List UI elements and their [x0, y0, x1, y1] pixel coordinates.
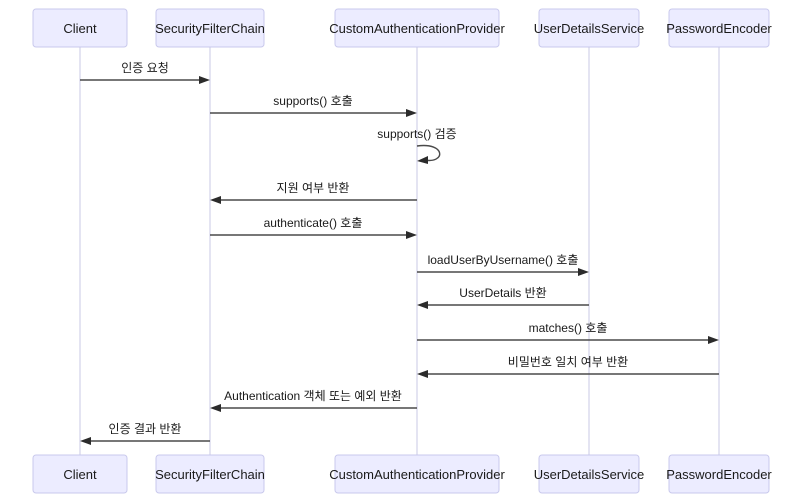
- message-label: Authentication 객체 또는 예외 반환: [224, 389, 402, 403]
- message-label: 비밀번호 일치 여부 반환: [508, 355, 628, 369]
- message-label: loadUserByUsername() 호출: [428, 253, 579, 267]
- actor-bottom-custom-authentication-provider: CustomAuthenticationProvider: [329, 454, 505, 494]
- message-arrowhead: [406, 231, 417, 239]
- message-arrowhead: [578, 268, 589, 276]
- message-arrowhead: [210, 196, 221, 204]
- actor-label: CustomAuthenticationProvider: [329, 467, 505, 482]
- message-password-match-return: 비밀번호 일치 여부 반환: [417, 355, 719, 378]
- message-authenticate-call: authenticate() 호출: [210, 216, 417, 239]
- actor-bottom-user-details-service: UserDetailsService: [534, 454, 645, 494]
- actor-box: [334, 454, 500, 494]
- message-arrowhead: [417, 370, 428, 378]
- actor-label: SecurityFilterChain: [155, 21, 265, 36]
- message-auth-request: 인증 요청: [80, 61, 210, 84]
- message-support-result-return: 지원 여부 반환: [210, 181, 417, 204]
- message-arrowhead: [406, 109, 417, 117]
- message-matches-call: matches() 호출: [417, 321, 719, 344]
- actor-top-password-encoder: PasswordEncoder: [666, 8, 772, 48]
- actor-bottom-security-filter-chain: SecurityFilterChain: [155, 454, 265, 494]
- actor-label: Client: [63, 21, 97, 36]
- message-supports-call: supports() 호출: [210, 94, 417, 117]
- message-auth-result-return: 인증 결과 반환: [80, 422, 210, 445]
- message-label: 인증 결과 반환: [109, 422, 182, 436]
- actor-label: UserDetailsService: [534, 467, 645, 482]
- actor-box: [32, 454, 128, 494]
- message-userdetails-return: UserDetails 반환: [417, 286, 589, 309]
- actor-bottom-client: Client: [32, 454, 128, 494]
- actor-box: [668, 454, 770, 494]
- actor-top-security-filter-chain: SecurityFilterChain: [155, 8, 265, 48]
- actor-box: [668, 8, 770, 48]
- message-arrowhead: [80, 437, 91, 445]
- message-arrowhead: [210, 404, 221, 412]
- actor-label: UserDetailsService: [534, 21, 645, 36]
- self-loop-line: [416, 144, 441, 162]
- message-supports-self-check: supports() 검증: [377, 127, 457, 164]
- message-label: 인증 요청: [121, 61, 169, 75]
- message-label: matches() 호출: [529, 321, 608, 335]
- message-arrowhead: [708, 336, 719, 344]
- message-label: supports() 검증: [377, 127, 456, 141]
- actor-box: [155, 8, 265, 48]
- actor-bottom-password-encoder: PasswordEncoder: [666, 454, 772, 494]
- actor-label: Client: [63, 467, 97, 482]
- actor-box: [334, 8, 500, 48]
- actor-top-custom-authentication-provider: CustomAuthenticationProvider: [329, 8, 505, 48]
- actor-top-user-details-service: UserDetailsService: [534, 8, 645, 48]
- actor-label: PasswordEncoder: [666, 467, 772, 482]
- actor-top-client: Client: [32, 8, 128, 48]
- actor-box: [32, 8, 128, 48]
- actor-label: SecurityFilterChain: [155, 467, 265, 482]
- actor-label: PasswordEncoder: [666, 21, 772, 36]
- actor-label: CustomAuthenticationProvider: [329, 21, 505, 36]
- message-load-user-call: loadUserByUsername() 호출: [417, 253, 589, 276]
- message-arrowhead: [417, 156, 428, 164]
- message-arrowhead: [199, 76, 210, 84]
- message-arrowhead: [417, 301, 428, 309]
- message-authentication-return: Authentication 객체 또는 예외 반환: [210, 389, 417, 412]
- actor-box: [155, 454, 265, 494]
- actor-box: [538, 454, 640, 494]
- message-label: authenticate() 호출: [264, 216, 363, 230]
- message-label: supports() 호출: [273, 94, 352, 108]
- actor-box: [538, 8, 640, 48]
- message-label: UserDetails 반환: [459, 286, 546, 300]
- message-label: 지원 여부 반환: [277, 181, 350, 195]
